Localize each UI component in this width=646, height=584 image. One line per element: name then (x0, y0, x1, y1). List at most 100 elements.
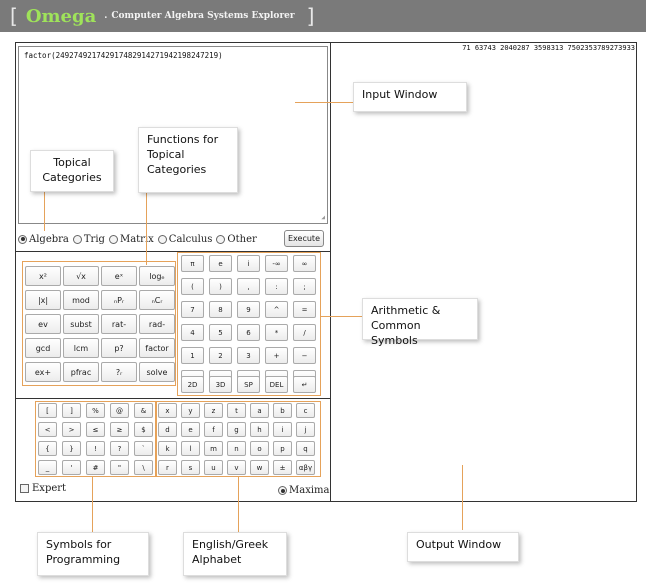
arith-key[interactable]: + (265, 347, 288, 364)
alpha-key[interactable]: v (227, 460, 246, 475)
alpha-key[interactable]: m (204, 441, 223, 456)
prog-key[interactable]: $ (134, 422, 153, 437)
alpha-key[interactable]: i (273, 422, 292, 437)
arith-key[interactable]: 7 (181, 301, 204, 318)
prog-key[interactable]: # (86, 460, 105, 475)
category-radio-matrix[interactable]: Matrix (108, 234, 154, 245)
func-key[interactable]: logₑ (139, 266, 175, 286)
func-key[interactable]: eˣ (101, 266, 137, 286)
alpha-key[interactable]: r (158, 460, 177, 475)
alpha-key[interactable]: y (181, 403, 200, 418)
arithmetic-key[interactable]: DEL (265, 376, 288, 393)
arith-key[interactable]: 5 (209, 324, 232, 341)
prog-key[interactable]: ≥ (110, 422, 129, 437)
func-key[interactable]: ex+ (25, 362, 61, 382)
resize-handle-icon[interactable]: ◢ (321, 214, 325, 221)
arith-key[interactable]: ) (209, 278, 232, 295)
arith-key[interactable]: 1 (181, 347, 204, 364)
prog-key[interactable]: & (134, 403, 153, 418)
arith-key[interactable]: i (237, 255, 260, 272)
alpha-key[interactable]: q (296, 441, 315, 456)
prog-key[interactable]: ! (86, 441, 105, 456)
alpha-key[interactable]: a (250, 403, 269, 418)
func-key[interactable]: rat- (101, 314, 137, 334)
arith-key[interactable]: * (265, 324, 288, 341)
alpha-key[interactable]: b (273, 403, 292, 418)
arith-key[interactable]: ( (181, 278, 204, 295)
arith-key[interactable]: : (265, 278, 288, 295)
func-key[interactable]: √x (63, 266, 99, 286)
arithmetic-key[interactable]: SP (237, 376, 260, 393)
arith-key[interactable]: ; (293, 278, 316, 295)
alpha-key[interactable]: s (181, 460, 200, 475)
alpha-key[interactable]: z (204, 403, 223, 418)
func-key[interactable]: subst (63, 314, 99, 334)
alpha-key[interactable]: e (181, 422, 200, 437)
prog-key[interactable]: ' (62, 460, 81, 475)
alpha-key[interactable]: w (250, 460, 269, 475)
func-key[interactable]: solve (139, 362, 175, 382)
arithmetic-key[interactable]: 2D (181, 376, 204, 393)
func-key[interactable]: ₙPᵣ (101, 290, 137, 310)
prog-key[interactable]: ] (62, 403, 81, 418)
alpha-key[interactable]: f (204, 422, 223, 437)
func-key[interactable]: ?ᵣ (101, 362, 137, 382)
alpha-key[interactable]: o (250, 441, 269, 456)
func-key[interactable]: ev (25, 314, 61, 334)
category-radio-trig[interactable]: Trig (72, 234, 105, 245)
alpha-key[interactable]: l (181, 441, 200, 456)
prog-key[interactable]: ` (134, 441, 153, 456)
alpha-key[interactable]: d (158, 422, 177, 437)
category-radio-other[interactable]: Other (216, 234, 257, 245)
arith-key[interactable]: = (293, 301, 316, 318)
alpha-key[interactable]: h (250, 422, 269, 437)
alpha-key[interactable]: k (158, 441, 177, 456)
prog-key[interactable]: " (110, 460, 129, 475)
maxima-radio[interactable]: Maxima (278, 485, 329, 496)
prog-key[interactable]: { (38, 441, 57, 456)
alpha-key[interactable]: ± (273, 460, 292, 475)
arith-key[interactable]: ^ (265, 301, 288, 318)
func-key[interactable]: p? (101, 338, 137, 358)
func-key[interactable]: x² (25, 266, 61, 286)
arith-key[interactable]: π (181, 255, 204, 272)
alpha-key[interactable]: n (227, 441, 246, 456)
prog-key[interactable]: @ (110, 403, 129, 418)
alpha-key[interactable]: x (158, 403, 177, 418)
alpha-key[interactable]: g (227, 422, 246, 437)
func-key[interactable]: gcd (25, 338, 61, 358)
prog-key[interactable]: < (38, 422, 57, 437)
func-key[interactable]: rad- (139, 314, 175, 334)
alpha-key[interactable]: j (296, 422, 315, 437)
func-key[interactable]: |x| (25, 290, 61, 310)
func-key[interactable]: mod (63, 290, 99, 310)
arithmetic-key[interactable]: 3D (209, 376, 232, 393)
alpha-key[interactable]: u (204, 460, 223, 475)
arith-key[interactable]: e (209, 255, 232, 272)
arith-key[interactable]: ∞ (293, 255, 316, 272)
arith-key[interactable]: 9 (237, 301, 260, 318)
alpha-key[interactable]: t (227, 403, 246, 418)
prog-key[interactable]: \ (134, 460, 153, 475)
arith-key[interactable]: -∞ (265, 255, 288, 272)
prog-key[interactable]: _ (38, 460, 57, 475)
prog-key[interactable]: } (62, 441, 81, 456)
func-key[interactable]: ₙCᵣ (139, 290, 175, 310)
execute-button[interactable]: Execute (284, 230, 324, 247)
alpha-key[interactable]: c (296, 403, 315, 418)
func-key[interactable]: lcm (63, 338, 99, 358)
arith-key[interactable]: 3 (237, 347, 260, 364)
prog-key[interactable]: ≤ (86, 422, 105, 437)
prog-key[interactable]: > (62, 422, 81, 437)
arith-key[interactable]: 8 (209, 301, 232, 318)
arith-key[interactable]: 6 (237, 324, 260, 341)
arithmetic-key[interactable]: ↵ (293, 376, 316, 393)
alpha-key[interactable]: p (273, 441, 292, 456)
category-radio-calculus[interactable]: Calculus (157, 234, 212, 245)
arith-key[interactable]: / (293, 324, 316, 341)
arith-key[interactable]: 4 (181, 324, 204, 341)
arith-key[interactable]: , (237, 278, 260, 295)
arith-key[interactable]: − (293, 347, 316, 364)
prog-key[interactable]: % (86, 403, 105, 418)
category-radio-algebra[interactable]: Algebra (18, 234, 69, 245)
